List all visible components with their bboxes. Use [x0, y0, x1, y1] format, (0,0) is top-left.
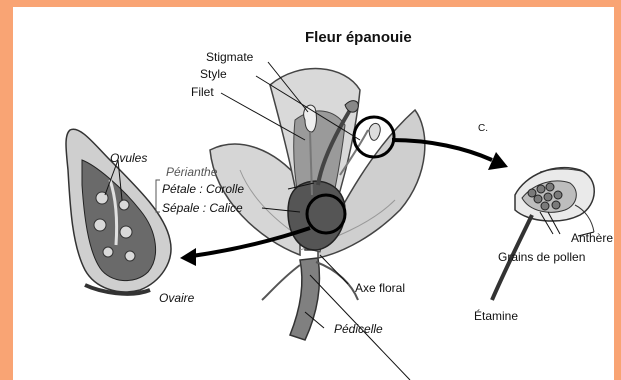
label-style: Style: [200, 68, 227, 80]
label-pedicelle: Pédicelle: [334, 323, 383, 335]
perianthe-bracket: [156, 180, 160, 212]
label-petale: Pétale : Corolle: [162, 183, 244, 195]
anther-small-illustration: [369, 123, 380, 140]
label-c: C.: [478, 124, 488, 134]
label-ovules: Ovules: [110, 152, 147, 164]
label-anthere: Anthère: [571, 232, 613, 244]
label-perianthe: Périanthe: [166, 166, 217, 178]
label-filet: Filet: [191, 86, 214, 98]
label-axe-floral: Axe floral: [355, 282, 405, 294]
label-ovaire: Ovaire: [159, 292, 194, 304]
label-sepale: Sépale : Calice: [162, 202, 243, 214]
label-stigmate: Stigmate: [206, 51, 253, 63]
label-grains-de-pollen: Grains de pollen: [498, 251, 585, 263]
diagram-title: Fleur épanouie: [305, 30, 412, 45]
label-etamine: Étamine: [474, 310, 518, 322]
